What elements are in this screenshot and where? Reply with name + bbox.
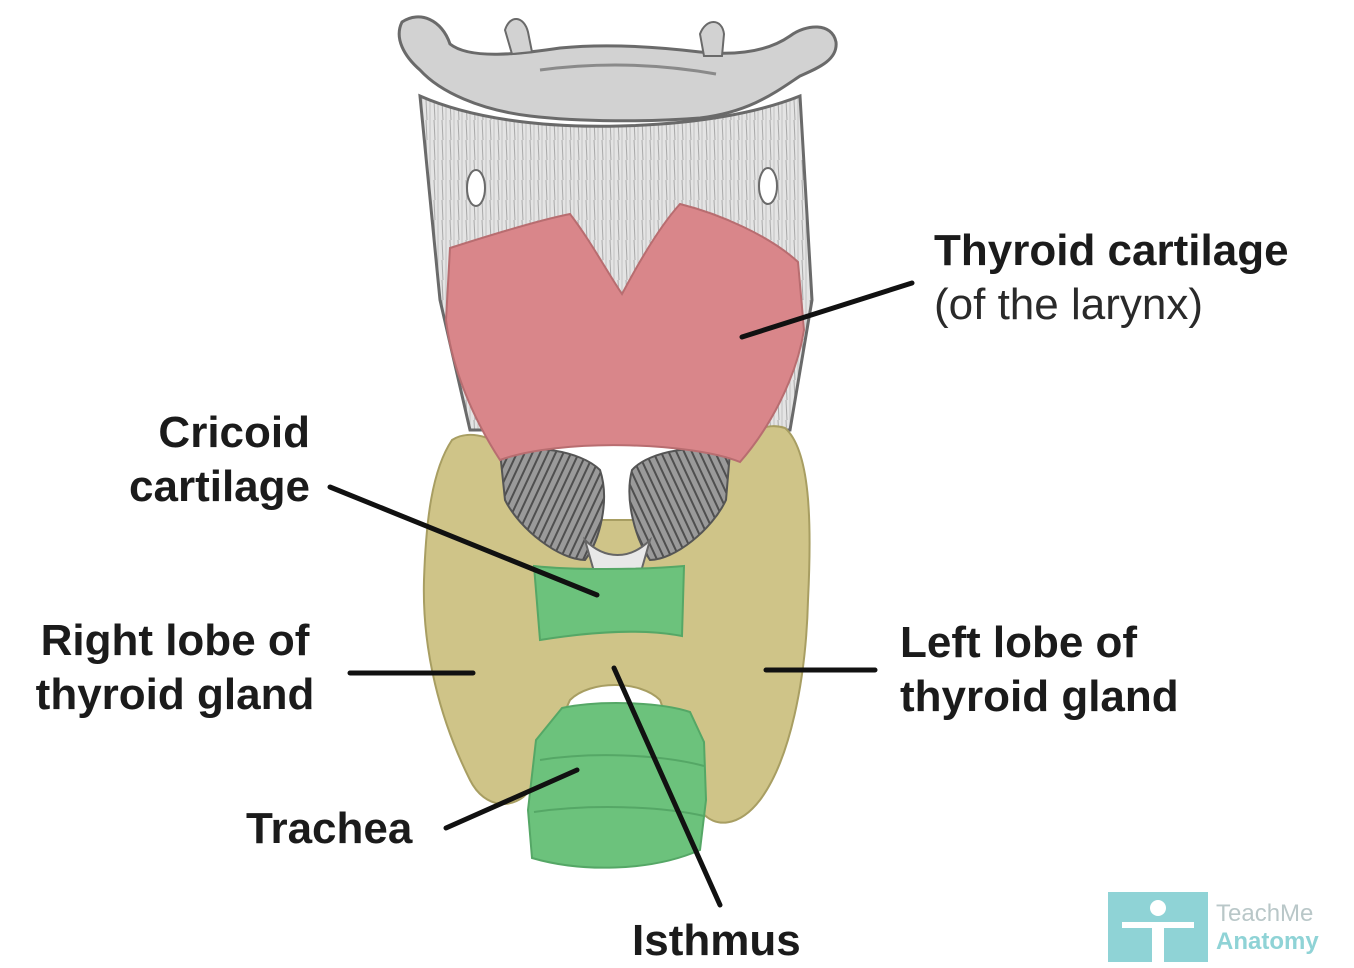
label-left-lobe: Left lobe of thyroid gland: [900, 616, 1179, 724]
cricoid-line1: Cricoid: [100, 406, 310, 460]
isthmus-text: Isthmus: [632, 916, 801, 965]
trachea-text: Trachea: [246, 804, 412, 853]
trachea-shape: [528, 703, 706, 868]
right-lobe-line2: thyroid gland: [10, 668, 340, 722]
label-isthmus: Isthmus: [632, 914, 801, 968]
logo-line2: Anatomy: [1216, 928, 1319, 956]
thyroid-cartilage-title: Thyroid cartilage: [934, 226, 1289, 275]
thyroid-cartilage-subtitle: (of the larynx): [934, 278, 1289, 332]
logo-line1: TeachMe: [1216, 900, 1313, 927]
label-trachea: Trachea: [246, 802, 412, 856]
cricoid-line2: cartilage: [100, 460, 310, 514]
left-lobe-line2: thyroid gland: [900, 670, 1179, 724]
label-cricoid-cartilage: Cricoid cartilage: [100, 406, 310, 514]
label-right-lobe: Right lobe of thyroid gland: [10, 614, 340, 722]
right-lobe-line1: Right lobe of: [10, 614, 340, 668]
label-thyroid-cartilage: Thyroid cartilage (of the larynx): [934, 224, 1289, 332]
logo-figure-icon: [1108, 892, 1208, 962]
teachme-anatomy-logo: TeachMe Anatomy: [1108, 892, 1344, 962]
left-lobe-line1: Left lobe of: [900, 616, 1179, 670]
logo-text: TeachMe Anatomy: [1216, 900, 1319, 956]
